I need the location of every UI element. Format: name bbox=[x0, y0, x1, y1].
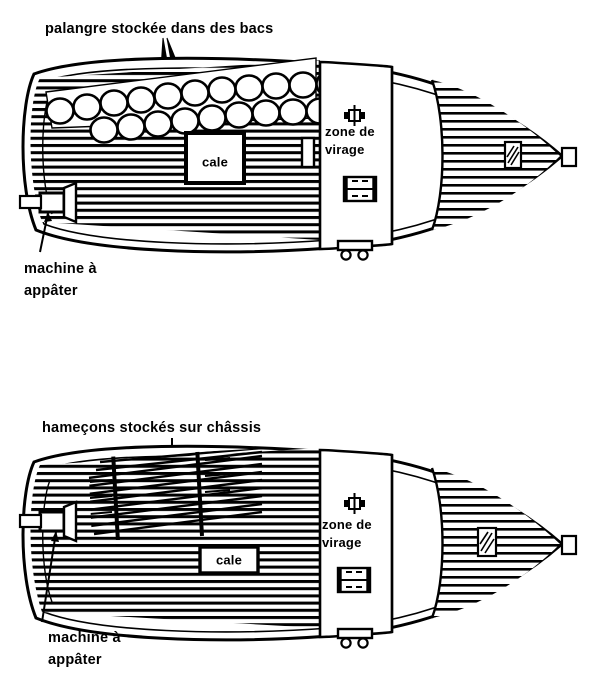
bow-fitting-bottom bbox=[560, 534, 578, 556]
baiting-machine-icon-bottom bbox=[18, 500, 78, 543]
trolley-icon bbox=[336, 239, 374, 261]
bow-hatch-icon bbox=[503, 140, 523, 170]
fore-deck-edge-top bbox=[430, 79, 444, 231]
ladder-icon bbox=[342, 175, 378, 203]
stern-transom-bottom bbox=[42, 479, 53, 603]
hauling-zone-label-line2-top: virage bbox=[325, 142, 365, 157]
panel-top-caption: palangre stockée dans des bacs bbox=[45, 21, 273, 37]
longline-tubs-group-top bbox=[45, 57, 372, 144]
panel-bottom-caption: hameçons stockés sur châssis bbox=[42, 420, 261, 436]
trolley-icon bbox=[336, 627, 374, 649]
hauling-zone-label-line2-bottom: virage bbox=[322, 535, 362, 550]
winch-icon bbox=[344, 493, 365, 514]
fore-deck-edge-bottom bbox=[430, 467, 444, 619]
baiting-machine-label-line1-top: machine à bbox=[24, 261, 97, 277]
bow-hatch-icon bbox=[476, 526, 498, 558]
hauling-zone-label-line1-bottom: zone de bbox=[322, 517, 372, 532]
superstructure-top bbox=[318, 60, 394, 251]
baiting-machine-leader-head-top bbox=[44, 212, 52, 222]
aft-deck-planking-bottom bbox=[30, 448, 320, 628]
tub-row-top bbox=[45, 70, 372, 125]
baiting-machine-label-line2-bottom: appâter bbox=[48, 652, 102, 668]
baiting-machine-label-line1-bottom: machine à bbox=[48, 630, 121, 646]
panel-top-deck-plan: palangre stockée dans des bacs bbox=[18, 21, 578, 299]
hold-label-top: cale bbox=[202, 154, 228, 169]
panel-bottom-deck-plan: hameçons stockés sur châssis bbox=[18, 420, 578, 668]
baiting-machine-label-line2-top: appâter bbox=[24, 283, 78, 299]
deck-fitting-top bbox=[300, 136, 316, 169]
hold-label-bottom: cale bbox=[216, 552, 242, 567]
winch-icon bbox=[344, 105, 365, 126]
baiting-machine-icon-top bbox=[18, 181, 78, 224]
ladder-icon bbox=[336, 566, 372, 594]
hold-hatch-top bbox=[184, 131, 246, 185]
hook-rack-group-bottom bbox=[88, 448, 263, 540]
hold-hatch-bottom bbox=[198, 545, 260, 575]
hauling-zone-label-line1-top: zone de bbox=[325, 124, 375, 139]
baiting-machine-leader-head-bottom bbox=[51, 531, 59, 542]
baiting-machine-leader-bottom bbox=[41, 531, 57, 623]
bow-fitting-top bbox=[560, 146, 578, 168]
